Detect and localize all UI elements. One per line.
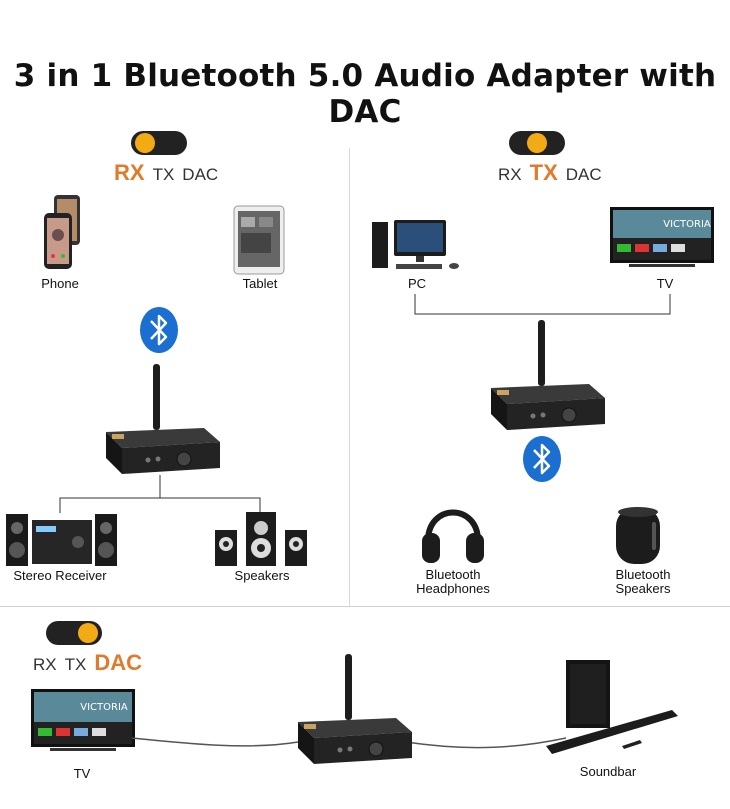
dac-mode-labels: RX TX DAC (33, 650, 150, 676)
tablet-label: Tablet (242, 276, 278, 291)
tv-icon: VICTORIA (610, 207, 714, 267)
tx-mode-labels: RX TX DAC (498, 160, 610, 186)
tv-label: TV (656, 276, 674, 291)
rx-mode-toggle (131, 131, 187, 155)
mode-rx: RX (33, 655, 57, 674)
bluetooth-icon (140, 307, 178, 353)
rx-mode-labels: RX TX DAC (114, 160, 226, 186)
mode-dac: DAC (94, 650, 143, 675)
adapter-icon (491, 320, 605, 430)
toggle-knob (135, 133, 155, 153)
tx-mode-toggle (509, 131, 565, 155)
tv-label: TV (73, 766, 91, 781)
bluetooth-headphones-label: Bluetooth Headphones (416, 567, 490, 596)
mode-rx: RX (498, 165, 522, 184)
tv-screen-text: VICTORIA (80, 702, 128, 713)
adapter-icon (298, 654, 412, 764)
mode-tx: TX (64, 655, 87, 674)
adapter-icon (106, 364, 220, 474)
phone-icon (44, 195, 80, 269)
pc-label: PC (407, 276, 427, 291)
pc-icon (372, 220, 459, 269)
stereo-receiver-label: Stereo Receiver (13, 568, 107, 583)
tv-screen-text: VICTORIA (663, 219, 711, 230)
headphones-icon (422, 509, 484, 563)
stereo-icon (6, 514, 117, 566)
rx-connector-lines (59, 475, 261, 513)
bt-speaker-icon (616, 507, 660, 564)
toggle-knob (78, 623, 98, 643)
mode-dac: DAC (182, 165, 219, 184)
tablet-icon (233, 205, 285, 275)
page-title: 3 in 1 Bluetooth 5.0 Audio Adapter with … (13, 58, 717, 130)
toggle-knob (527, 133, 547, 153)
bluetooth-icon (523, 436, 561, 482)
tv-icon: VICTORIA (31, 689, 135, 751)
dac-cables (131, 737, 567, 749)
horizontal-divider (0, 606, 730, 607)
mode-dac: DAC (565, 165, 602, 184)
mode-tx: TX (152, 165, 175, 184)
phone-label: Phone (41, 276, 79, 291)
vertical-divider (349, 148, 350, 606)
tx-connector-lines (414, 294, 671, 315)
dac-mode-toggle (46, 621, 102, 645)
speakers-label: Speakers (234, 568, 290, 583)
mode-rx: RX (114, 160, 145, 185)
speakers-icon (215, 512, 307, 566)
soundbar-icon (546, 660, 678, 754)
soundbar-label: Soundbar (579, 764, 637, 779)
bluetooth-speakers-label: Bluetooth Speakers (615, 567, 671, 596)
mode-tx: TX (529, 160, 558, 185)
